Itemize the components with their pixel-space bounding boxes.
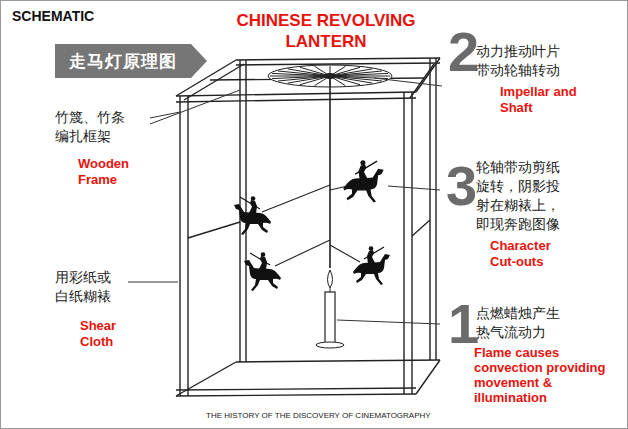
caption: THE HISTORY OF THE DISCOVERY OF CINEMATO… xyxy=(206,411,431,421)
candle xyxy=(316,270,344,348)
title-banner: 走马灯原理图 xyxy=(55,44,207,78)
cutout-arms xyxy=(262,185,360,266)
title: CHINESE REVOLVING LANTERN xyxy=(228,10,424,52)
part-label: Flame causes convection providing moveme… xyxy=(474,345,622,405)
part-label: Impellar and Shaft xyxy=(500,84,578,116)
chinese-note: 动力推动叶片 带动轮轴转动 xyxy=(476,42,568,80)
shaft xyxy=(329,78,331,268)
part-label: Wooden Frame xyxy=(78,156,140,188)
banner-text: 走马灯原理图 xyxy=(69,50,177,72)
character-cutouts xyxy=(234,160,390,291)
chinese-note: 点燃蜡烛产生 热气流动力 xyxy=(476,304,568,342)
part-label: Character Cut-outs xyxy=(490,238,572,270)
callout-number: 3 xyxy=(446,158,477,214)
callout-number: 2 xyxy=(448,24,479,80)
chinese-note: 轮轴带动剪纸 旋转，阴影投 射在糊裱上， 即现奔跑图像 xyxy=(476,158,568,234)
callout-number: 1 xyxy=(448,296,479,352)
chinese-note: 用彩纸或 白纸糊裱 xyxy=(55,268,119,306)
wooden-frame xyxy=(176,58,440,396)
leader-line xyxy=(128,78,442,324)
chinese-note: 竹篾、竹条 编扎框架 xyxy=(55,108,133,146)
part-label: Shear Cloth xyxy=(80,318,132,350)
heading-label: SCHEMATIC xyxy=(12,8,94,25)
